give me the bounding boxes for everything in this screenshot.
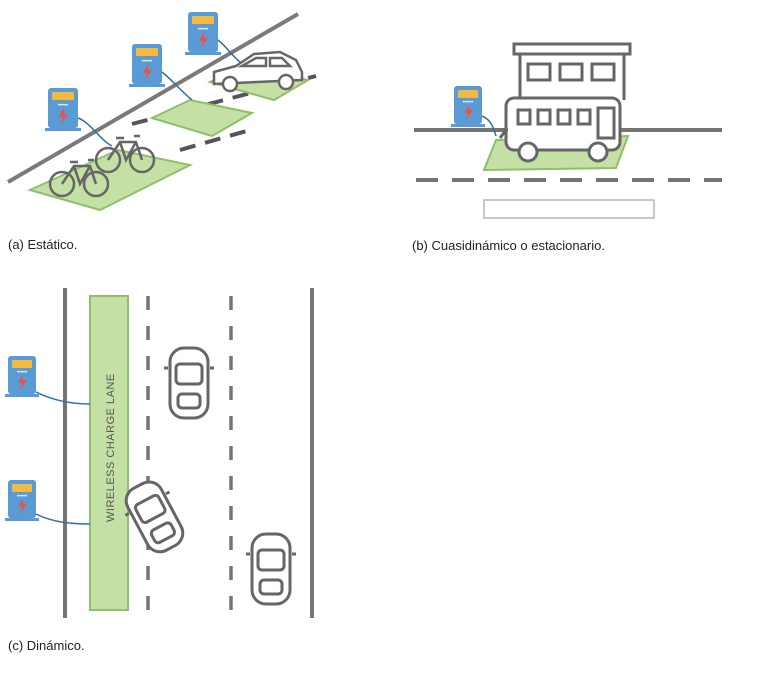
charging-station-icon: ••••• [45,88,81,131]
panel-dynamic: WIRELESS CHARGE LANE ••••• ••••• [0,282,330,622]
car-icon [246,532,296,606]
static-charging-diagram: ••••• ••••• ••••• [6,12,317,212]
parking-charge-pad [149,98,255,138]
panel-quasi-dynamic: ••••• [410,30,730,230]
empty-box [483,199,655,219]
lightning-icon [18,499,27,514]
lightning-icon [143,64,152,80]
lightning-icon [199,32,208,48]
bicycle-icon [48,158,110,198]
quasi-dynamic-charging-diagram: ••••• [414,42,722,219]
svg-text:•••••: ••••• [17,494,28,500]
bus-icon [498,96,622,163]
bike-charge-pad [27,148,194,212]
svg-text:•••••: ••••• [198,27,209,33]
car-icon [164,346,214,420]
lightning-icon [464,105,473,120]
car-icon [212,50,304,93]
building-icon [512,42,632,100]
svg-text:•••••: ••••• [58,103,69,109]
bicycle-icon [94,134,156,174]
curb-line [6,12,300,184]
charging-station-icon: ••••• [5,480,39,521]
caption-quasi-dynamic: (b) Cuasidinámico o estacionario. [412,238,605,253]
panel-static: ••••• ••••• ••••• [0,0,330,230]
caption-static: (a) Estático. [8,237,78,252]
cable [217,39,241,63]
svg-text:•••••: ••••• [17,370,28,376]
car-icon [124,480,185,554]
caption-dynamic: (c) Dinámico. [8,638,85,653]
cable [35,513,91,525]
cable [161,71,193,101]
svg-text:•••••: ••••• [463,100,474,106]
wireless-charge-lane [89,295,129,611]
charging-station-icon: ••••• [185,12,221,55]
cable [77,117,113,147]
lightning-icon [18,375,27,390]
lightning-icon [59,108,68,124]
wireless-charge-lane-label: WIRELESS CHARGE LANE [105,373,117,522]
svg-text:•••••: ••••• [142,59,153,65]
charging-station-icon: ••••• [451,86,485,127]
cable [35,391,91,405]
charging-station-icon: ••••• [129,44,165,87]
cable [481,115,497,137]
charging-station-icon: ••••• [5,356,39,397]
dynamic-charging-diagram: WIRELESS CHARGE LANE ••••• ••••• [5,288,314,618]
